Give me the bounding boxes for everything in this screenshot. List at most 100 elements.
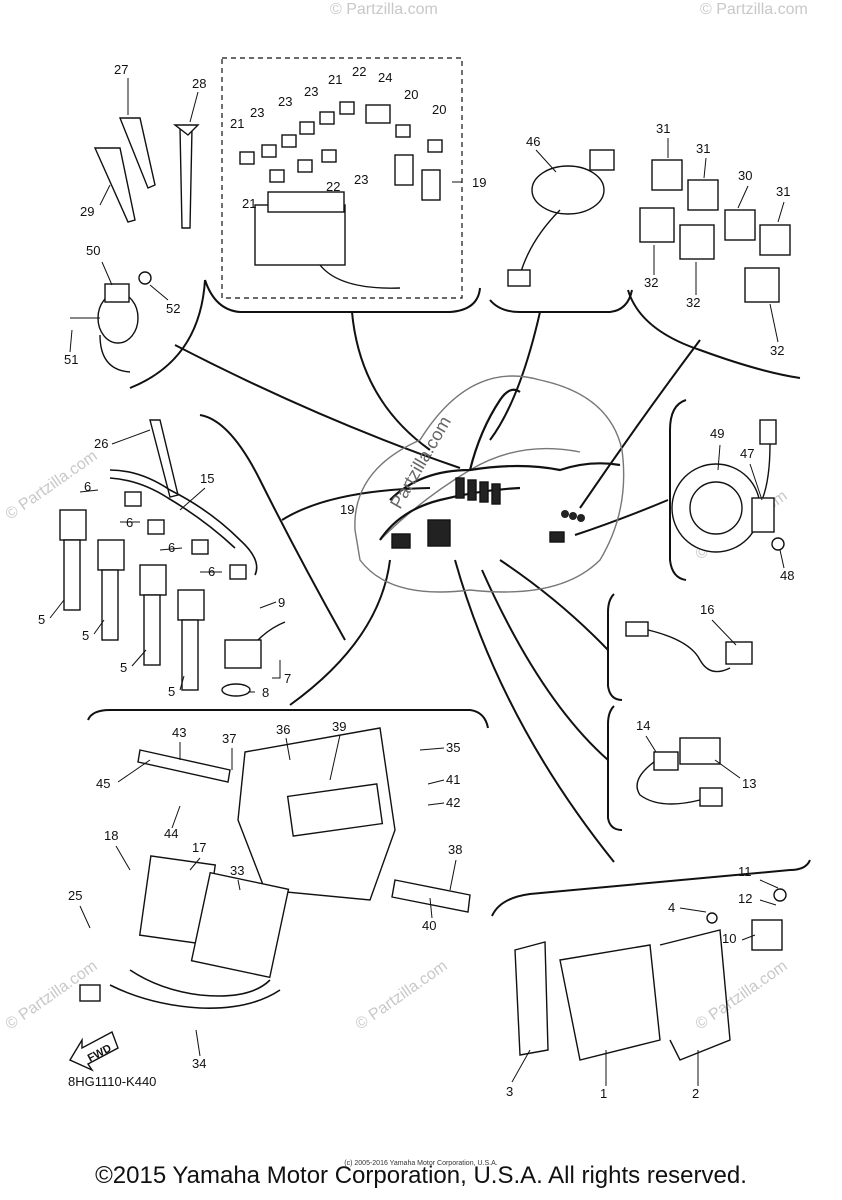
frame-fuse — [204, 279, 481, 313]
sensor-50 — [70, 271, 152, 373]
frame-crank — [669, 399, 687, 581]
fuse-box — [239, 101, 462, 289]
callout-12: 12 — [738, 891, 752, 906]
relays — [639, 159, 791, 303]
callout-10: 10 — [722, 931, 736, 946]
ecu-unit — [514, 888, 787, 1061]
callout-33: 33 — [230, 863, 244, 878]
callout-8: 8 — [262, 685, 269, 700]
callout-6: 6 — [84, 479, 91, 494]
callout-43: 43 — [172, 725, 186, 740]
main-switch — [507, 149, 615, 287]
harness-connector — [479, 481, 489, 503]
frame-relay — [627, 289, 801, 379]
harness-connector — [467, 479, 477, 501]
callout-32: 32 — [644, 275, 658, 290]
pressure-sensor — [636, 737, 723, 807]
callout-52: 52 — [166, 301, 180, 316]
copyright-notice: ©2015 Yamaha Motor Corporation, U.S.A. A… — [95, 1162, 747, 1189]
harness-connector — [427, 519, 451, 547]
callout-31: 31 — [776, 184, 790, 199]
small-copyright: (c) 2005-2016 Yamaha Motor Corporation, … — [344, 1160, 498, 1167]
cable-ties — [93, 117, 200, 229]
fuse-box-dashed-frame — [221, 57, 463, 299]
harness-connector — [455, 477, 465, 499]
rectifier-regulator — [79, 855, 290, 1009]
harness-connector — [391, 533, 411, 549]
fwd-arrow: FWD — [68, 1031, 119, 1072]
callout-32: 32 — [770, 343, 784, 358]
frame-o2 — [607, 593, 623, 701]
callout-31: 31 — [696, 141, 710, 156]
callout-45: 45 — [96, 776, 110, 791]
callout-50: 50 — [86, 243, 100, 258]
callout-38: 38 — [448, 842, 462, 857]
callout-18: 18 — [104, 828, 118, 843]
callout-19: 19 — [340, 502, 354, 517]
callout-4: 4 — [668, 900, 675, 915]
drawing-code: 8HG1110-K440 — [68, 1074, 157, 1089]
callout-40: 40 — [422, 918, 436, 933]
callout-23: 23 — [250, 105, 264, 120]
frame-switch — [489, 289, 633, 313]
frame-ecu-unit — [491, 859, 811, 917]
o2-sensor — [625, 621, 753, 673]
main-wire-harness: Partzilla.com — [354, 375, 625, 593]
callout-23: 23 — [354, 172, 368, 187]
callout-11: 11 — [738, 864, 752, 879]
callout-51: 51 — [64, 352, 78, 367]
callout-19: 19 — [472, 175, 486, 190]
callout-20: 20 — [432, 102, 446, 117]
callout-3: 3 — [506, 1084, 513, 1099]
callout-41: 41 — [446, 772, 460, 787]
callout-29: 29 — [80, 204, 94, 219]
callout-17: 17 — [192, 840, 206, 855]
frame-top-left — [129, 279, 206, 389]
callout-15: 15 — [200, 471, 214, 486]
watermark: © Partzilla.com — [330, 1, 438, 18]
harness-connector — [549, 531, 565, 543]
callout-35: 35 — [446, 740, 460, 755]
harness-connector — [491, 483, 501, 505]
callout-23: 23 — [278, 94, 292, 109]
callout-6: 6 — [168, 540, 175, 555]
callout-5: 5 — [120, 660, 127, 675]
callout-14: 14 — [636, 718, 650, 733]
callout-47: 47 — [740, 446, 754, 461]
callout-26: 26 — [94, 436, 108, 451]
callout-13: 13 — [742, 776, 756, 791]
callout-30: 30 — [738, 168, 752, 183]
callout-21: 21 — [328, 72, 342, 87]
callout-28: 28 — [192, 76, 206, 91]
callout-25: 25 — [68, 888, 82, 903]
watermark: © Partzilla.com — [353, 958, 451, 1034]
callout-46: 46 — [526, 134, 540, 149]
callout-24: 24 — [378, 70, 392, 85]
harness-wire — [389, 462, 621, 501]
callout-5: 5 — [38, 612, 45, 627]
harness-connector — [577, 514, 585, 522]
frame-ecu-bracket — [87, 709, 489, 729]
callout-27: 27 — [114, 62, 128, 77]
callout-9: 9 — [278, 595, 285, 610]
frame-ignition — [199, 414, 346, 641]
watermark: © Partzilla.com — [700, 1, 808, 18]
callout-23: 23 — [304, 84, 318, 99]
callout-48: 48 — [780, 568, 794, 583]
frame-leader-lines — [174, 311, 701, 863]
crank-sensor — [671, 419, 785, 553]
watermark: © Partzilla.com — [693, 958, 791, 1034]
group-frames — [87, 57, 811, 917]
callout-36: 36 — [276, 722, 290, 737]
callout-31: 31 — [656, 121, 670, 136]
harness-connector — [569, 512, 577, 520]
callout-42: 42 — [446, 795, 460, 810]
frame-sensor — [607, 705, 623, 831]
ignition-coils — [59, 419, 258, 691]
callouts: 1 2 3 4 5 5 5 5 6 6 6 6 7 8 9 10 11 12 1… — [38, 62, 794, 1101]
callout-21: 21 — [230, 116, 244, 131]
callout-32: 32 — [686, 295, 700, 310]
callout-22: 22 — [352, 64, 366, 79]
frame-silhouette — [354, 375, 625, 593]
